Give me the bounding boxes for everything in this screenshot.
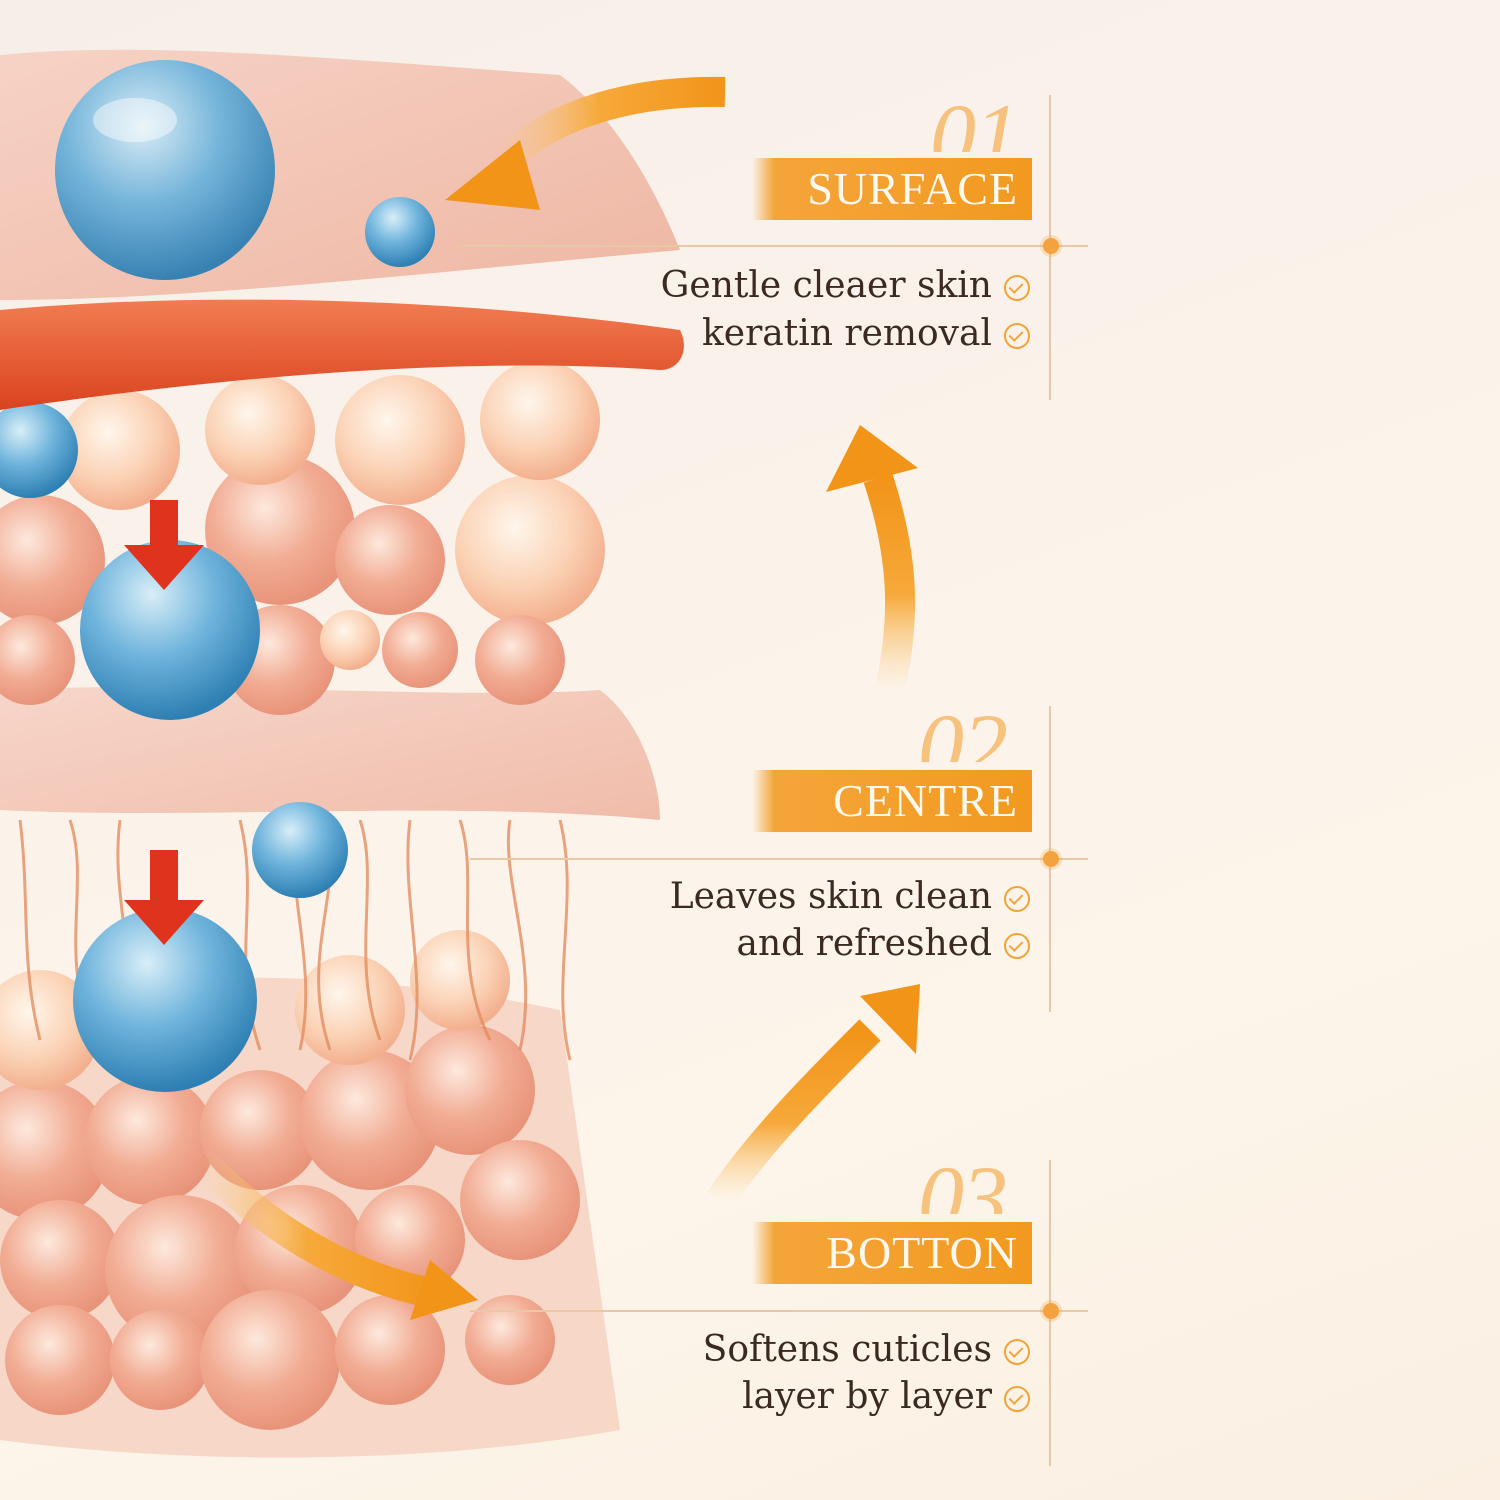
step-label-botton: BOTTON: [752, 1222, 1032, 1284]
feature-item: Gentle cleaer skin: [661, 262, 1030, 310]
feature-text: keratin removal: [701, 313, 992, 354]
step-number: 02: [918, 700, 1006, 762]
divider: [460, 245, 1088, 247]
marker-dot: [1043, 238, 1059, 254]
down-arrow-icon: [124, 500, 204, 945]
feature-text: Softens cuticles: [702, 1329, 992, 1370]
step-number: 03: [918, 1152, 1006, 1214]
upper-cell-row: [0, 360, 600, 510]
check-circle-icon: [1004, 886, 1030, 912]
middle-cell-cluster: [0, 455, 605, 715]
marker-dot: [1043, 851, 1059, 867]
middle-skin-sheet: [0, 687, 660, 820]
check-circle-icon: [1004, 275, 1030, 301]
feature-text: and refreshed: [736, 923, 993, 964]
marker-dot: [1043, 1303, 1059, 1319]
check-circle-icon: [1004, 933, 1030, 959]
check-circle-icon: [1004, 1339, 1030, 1365]
divider: [470, 858, 1088, 860]
feature-item: keratin removal: [702, 310, 1030, 358]
feature-text: Leaves skin clean: [669, 876, 992, 917]
feature-item: layer by layer: [742, 1373, 1030, 1421]
check-circle-icon: [1004, 323, 1030, 349]
step-number: 01: [930, 90, 1018, 152]
feature-item: Softens cuticles: [703, 1326, 1030, 1374]
top-red-band: [0, 299, 684, 410]
feature-item: Leaves skin clean: [670, 873, 1030, 921]
divider: [470, 1310, 1088, 1312]
curved-arrow-icon: [189, 76, 920, 1320]
step-label-centre: CENTRE: [752, 770, 1032, 832]
water-droplet-icon: [55, 60, 435, 1092]
feature-item: and refreshed: [736, 920, 1030, 968]
bottom-cell-cluster: [0, 930, 620, 1458]
check-circle-icon: [1004, 1386, 1030, 1412]
step-label-surface: SURFACE: [752, 158, 1032, 220]
feature-text: layer by layer: [742, 1376, 992, 1417]
feature-text: Gentle cleaer skin: [660, 265, 992, 306]
